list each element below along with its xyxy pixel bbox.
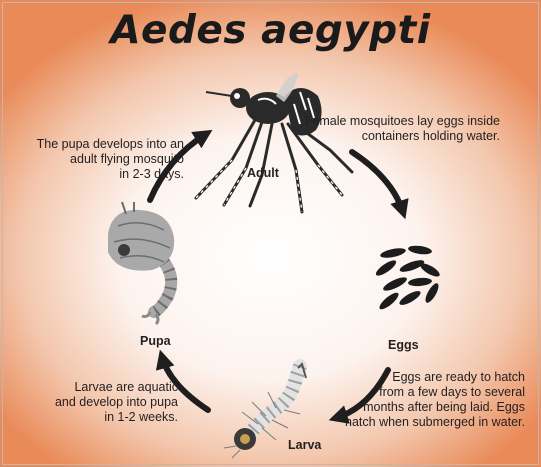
- description-line: in 2-3 days.: [16, 167, 184, 182]
- description-line: from a few days to several: [305, 385, 525, 400]
- description-line: months after being laid. Eggs: [305, 400, 525, 415]
- description-line: adult flying mosquito: [16, 152, 184, 167]
- description-line: The pupa develops into an: [16, 137, 184, 152]
- stage-label-adult: Adult: [247, 166, 279, 180]
- description-line: Eggs are ready to hatch: [305, 370, 525, 385]
- stage-label-pupa: Pupa: [140, 334, 171, 348]
- stage-label-larva: Larva: [288, 438, 321, 452]
- description-line: hatch when submerged in water.: [305, 415, 525, 430]
- description-adult-to-eggs: Female mosquitoes lay eggs inside contai…: [300, 114, 500, 144]
- pupa-icon: [108, 202, 174, 324]
- description-line: Female mosquitoes lay eggs inside: [300, 114, 500, 129]
- description-larva-to-pupa: Larvae are aquatic and develop into pupa…: [28, 380, 178, 425]
- egg-cluster-icon: [374, 244, 442, 311]
- description-line: containers holding water.: [300, 129, 500, 144]
- description-line: Larvae are aquatic: [28, 380, 178, 395]
- stage-label-eggs: Eggs: [388, 338, 419, 352]
- arrow-adult-to-eggs: [352, 152, 403, 212]
- description-line: in 1-2 weeks.: [28, 410, 178, 425]
- description-eggs-to-larva: Eggs are ready to hatch from a few days …: [305, 370, 525, 430]
- description-line: and develop into pupa: [28, 395, 178, 410]
- description-pupa-to-adult: The pupa develops into an adult flying m…: [16, 137, 184, 182]
